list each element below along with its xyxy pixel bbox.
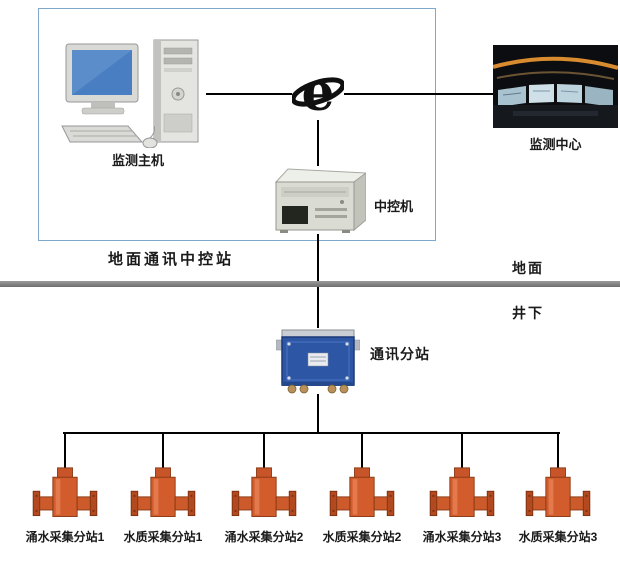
device-label: 水质采集分站2 (322, 530, 402, 544)
monitor-center-image (492, 45, 619, 128)
monitor-host-label: 监测主机 (111, 153, 164, 168)
device-water-quality-3: 水质采集分站3 (510, 466, 606, 545)
central-controller-image (270, 166, 368, 234)
comm-substation-image (275, 328, 361, 394)
drop-line-2 (162, 432, 164, 468)
surface-underground-divider (0, 281, 620, 287)
device-label: 涌水采集分站2 (224, 530, 304, 544)
flow-sensor-icon (329, 467, 395, 517)
computer-icon (61, 39, 199, 149)
comm-substation-label: 通讯分站 (370, 346, 430, 362)
flow-sensor-icon (32, 467, 98, 517)
internet-e-icon: e (290, 62, 346, 123)
drop-line-4 (361, 432, 363, 468)
device-label: 水质采集分站3 (518, 530, 598, 544)
svg-text:e: e (301, 64, 334, 122)
device-label: 涌水采集分站3 (422, 530, 502, 544)
underground-zone-label: 井下 (512, 305, 544, 321)
device-water-quality-1: 水质采集分站1 (115, 466, 211, 545)
bus-line (63, 432, 560, 434)
drop-line-1 (64, 432, 66, 468)
device-label: 水质采集分站1 (123, 530, 203, 544)
surface-zone-label: 地面 (512, 260, 544, 276)
line-host-to-internet (206, 93, 292, 95)
central-controller-label: 中控机 (374, 199, 414, 214)
line-substation-to-bus (317, 394, 319, 432)
monitor-center-label: 监测中心 (529, 137, 582, 152)
device-water-inflow-3: 涌水采集分站3 (414, 466, 510, 545)
flow-sensor-icon (525, 467, 591, 517)
flow-sensor-icon (130, 467, 196, 517)
line-internet-to-center (344, 93, 493, 95)
drop-line-5 (461, 432, 463, 468)
line-internet-to-controller (317, 120, 319, 166)
drop-line-3 (263, 432, 265, 468)
device-water-quality-2: 水质采集分站2 (314, 466, 410, 545)
ground-station-label: 地面通讯中控站 (108, 251, 235, 268)
device-water-inflow-1: 涌水采集分站1 (17, 466, 113, 545)
flow-sensor-icon (429, 467, 495, 517)
monitor-host-image (58, 36, 208, 149)
ground-station-box (38, 8, 436, 241)
drop-line-6 (557, 432, 559, 468)
flow-sensor-icon (231, 467, 297, 517)
device-label: 涌水采集分站1 (25, 530, 105, 544)
device-water-inflow-2: 涌水采集分站2 (216, 466, 312, 545)
